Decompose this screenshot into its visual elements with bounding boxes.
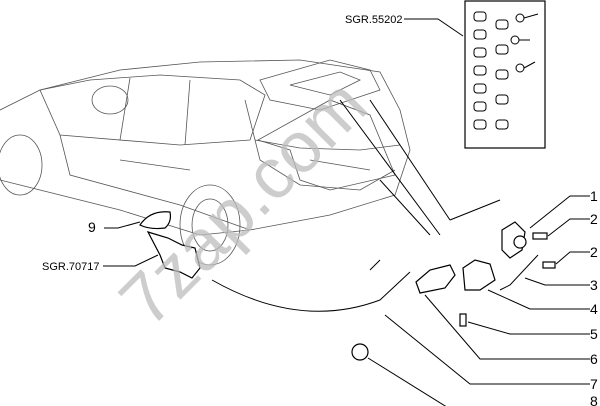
part-2-screw	[532, 232, 548, 240]
callout-9: 9	[88, 219, 96, 235]
part-5-screw	[459, 313, 467, 327]
part-8-clip	[351, 343, 369, 361]
part-3-rod	[499, 254, 539, 291]
part-7-cable	[211, 271, 411, 312]
part-9-cover	[139, 211, 172, 230]
callout-6: 6	[590, 351, 598, 367]
callout-5: 5	[590, 326, 598, 342]
callout-4: 4	[590, 301, 598, 317]
callout-7: 7	[590, 376, 598, 392]
part-2-screw-b	[542, 261, 556, 269]
car-illustration	[0, 59, 411, 266]
callout-1: 1	[590, 188, 598, 204]
part-4-bracket	[462, 259, 496, 291]
callout-3: 3	[590, 277, 598, 293]
part-6-lever	[415, 264, 456, 294]
watermark: 7zap.com	[105, 64, 382, 341]
part-latch-assembly	[146, 231, 201, 279]
callout-2b: 2	[590, 244, 598, 260]
ref-lock-set-label: SGR.55202	[345, 14, 402, 26]
lock-set-box	[464, 0, 546, 149]
part-1-lock-cylinder	[501, 221, 526, 259]
callout-8: 8	[590, 393, 598, 406]
ref-latch-label: SGR.70717	[42, 261, 99, 273]
callout-2: 2	[590, 211, 598, 227]
